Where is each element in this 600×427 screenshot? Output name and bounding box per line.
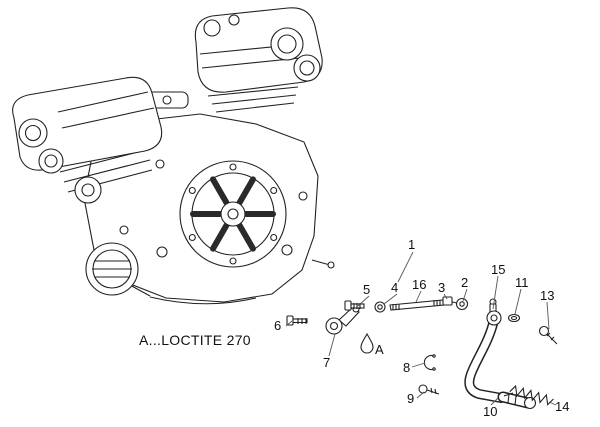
loctite-drop-icon <box>360 332 374 354</box>
callout-1: 1 <box>408 237 416 252</box>
engine-front-cylinder <box>12 76 163 193</box>
part-rod-end-2 <box>451 297 469 311</box>
part-circlip-8 <box>423 354 436 371</box>
part-shift-lever <box>464 310 537 410</box>
callout-4: 4 <box>391 280 399 295</box>
engine-rear-cylinder <box>194 7 323 113</box>
engine-water-pump <box>74 176 102 204</box>
callout-5: 5 <box>363 282 371 297</box>
part-selector-arm <box>325 305 360 335</box>
callout-7: 7 <box>323 355 331 370</box>
callout-6: 6 <box>274 318 282 333</box>
callout-8: 8 <box>403 360 411 375</box>
callout-A: A <box>375 342 384 357</box>
part-nut-4 <box>374 301 386 313</box>
engine-illustration <box>12 7 335 305</box>
callout-9: 9 <box>407 391 415 406</box>
loctite-note: A...LOCTITE 270 <box>139 332 251 348</box>
part-bolt-9 <box>418 384 440 395</box>
part-spring-14 <box>503 384 554 406</box>
part-washer-11 <box>507 313 521 323</box>
engine-clutch-cover <box>179 160 287 268</box>
engine-oil-filter <box>85 242 139 296</box>
callout-10: 10 <box>483 404 498 419</box>
callout-3: 3 <box>438 280 446 295</box>
linkage-parts <box>286 296 558 410</box>
callout-2: 2 <box>461 275 469 290</box>
part-jam-nut-3 <box>442 296 453 306</box>
callout-15: 15 <box>491 262 506 277</box>
callout-14: 14 <box>555 399 570 414</box>
part-tie-rod <box>389 299 445 311</box>
callout-11: 11 <box>515 275 529 290</box>
leader-lines <box>285 251 557 406</box>
callout-16: 16 <box>412 277 427 292</box>
part-bolt-6 <box>286 315 308 326</box>
part-bolt-5 <box>344 300 365 311</box>
callout-13: 13 <box>540 288 555 303</box>
part-bolt-13 <box>538 325 558 345</box>
